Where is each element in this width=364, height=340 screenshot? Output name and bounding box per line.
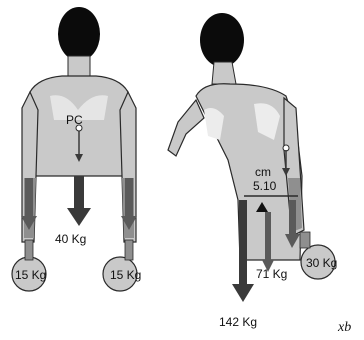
- center-weight-arrow-head: [67, 208, 91, 226]
- left-arm-arrow-shaft: [25, 178, 33, 218]
- center-weight-arrow-shaft: [74, 176, 84, 210]
- label-total-force: 142 Kg: [219, 315, 257, 329]
- label-left-dumbbell: 15 Kg: [15, 268, 46, 282]
- right-dumbbell-handle: [125, 240, 133, 260]
- body-force-arrow-shaft: [265, 212, 271, 262]
- label-lever-distance: 5.10: [253, 179, 277, 193]
- right-arm-arrow-shaft: [125, 178, 133, 218]
- front-dumbbells: [12, 240, 137, 291]
- label-center-weight: 40 Kg: [55, 232, 86, 246]
- total-force-arrow-shaft: [239, 200, 247, 286]
- side-rear-arm: [168, 100, 204, 156]
- label-cm: cm: [255, 165, 271, 179]
- side-dumbbell-handle: [300, 232, 310, 248]
- total-force-arrow-head: [232, 284, 254, 302]
- label-right-dumbbell: 15 Kg: [110, 268, 141, 282]
- left-dumbbell-handle: [25, 240, 33, 260]
- label-side-dumbbell: 30 Kg: [306, 256, 337, 270]
- side-head: [200, 13, 244, 67]
- label-pc: PC: [66, 113, 83, 127]
- front-neck: [68, 56, 90, 78]
- side-neck: [212, 62, 236, 84]
- front-head: [58, 7, 100, 61]
- side-view-figure: [168, 13, 304, 260]
- side-dumbbell-arrow-shaft: [289, 200, 296, 236]
- label-body-force: 71 Kg: [256, 267, 287, 281]
- artist-signature: xb: [337, 320, 351, 335]
